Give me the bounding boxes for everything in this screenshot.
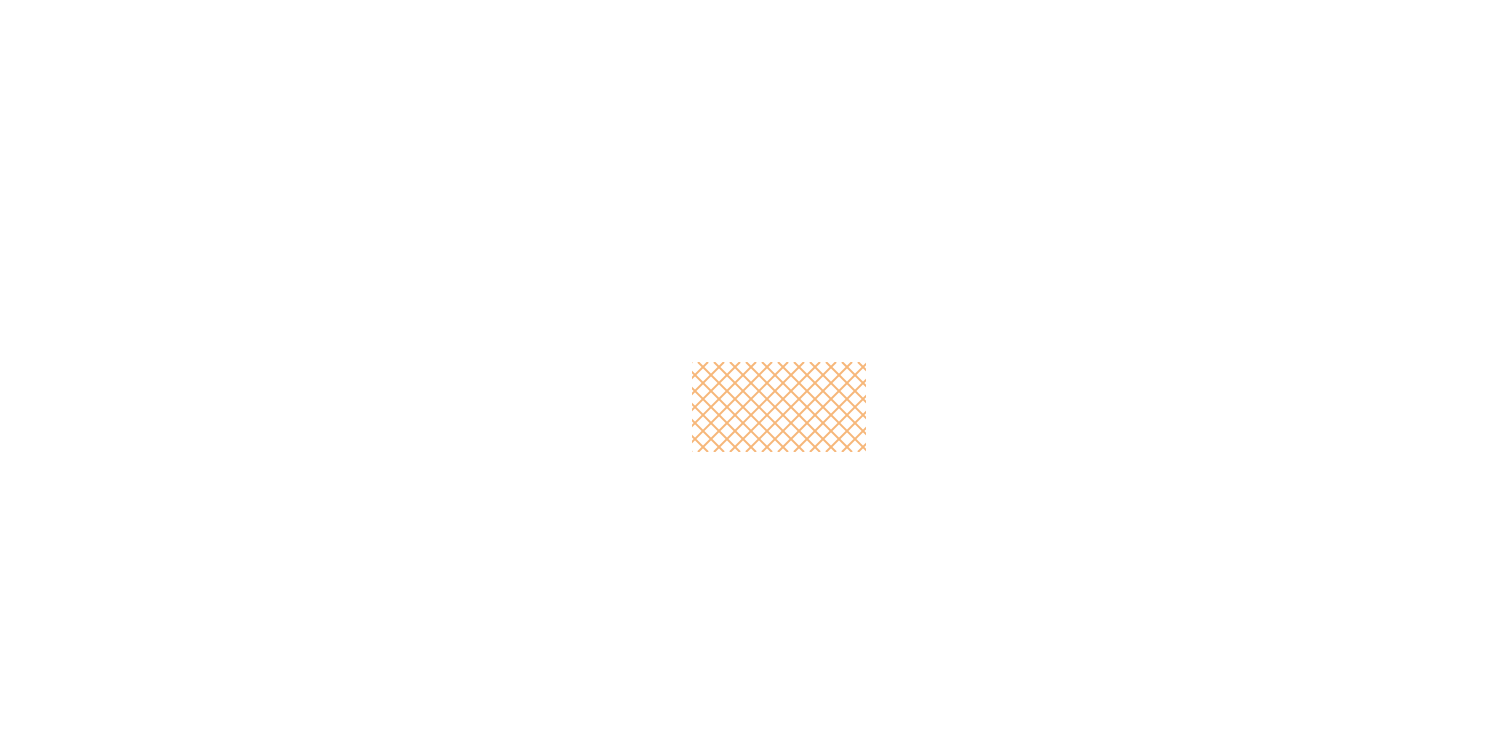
lattice-line [841,426,866,452]
lattice-line [692,362,773,444]
lattice-line [692,362,757,428]
lattice-line [745,362,837,452]
crosshatch-logo-icon [692,362,866,452]
lattice-line [777,362,866,452]
lattice-line [809,394,866,452]
lattice-line [713,362,805,452]
lattice-line [825,362,866,404]
lattice-line [692,362,709,380]
lattice-line [692,386,757,452]
lattice-line [793,378,866,452]
lattice-line [692,402,741,452]
lattice-line [692,362,725,396]
lattice-pattern [692,362,866,452]
loading-logo [692,362,866,452]
lattice-line [857,362,866,372]
lattice-line [692,362,741,412]
lattice-line [692,418,725,452]
lattice-line [697,362,789,452]
lattice-line [761,362,853,452]
lattice-line [841,362,866,388]
lattice-line [729,362,821,452]
lattice-line [825,410,866,452]
lattice-line [692,434,709,452]
lattice-line [857,442,866,452]
